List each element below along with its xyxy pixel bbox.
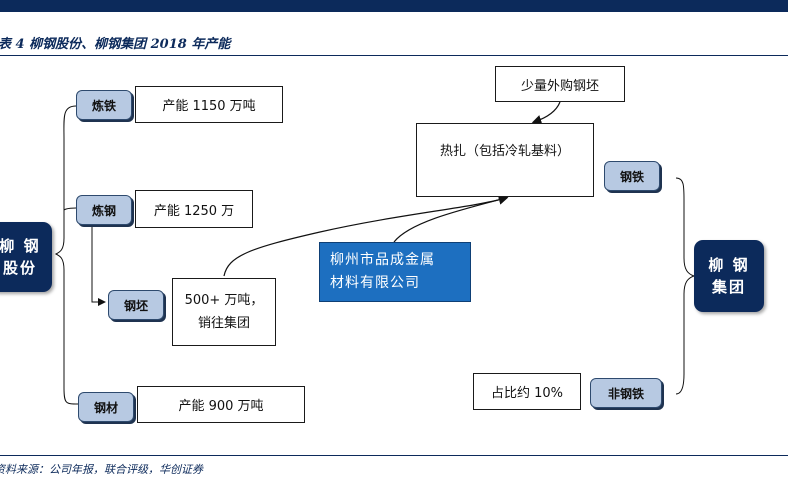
right-entity-line1: 柳 钢 xyxy=(708,256,750,274)
purchase-to-hotroll-arrow xyxy=(531,101,561,125)
box-steelmaking-capacity: 产能 1250 万 xyxy=(135,190,253,228)
billet-capacity-line2: 销往集团 xyxy=(197,316,250,331)
right-brace xyxy=(675,177,696,395)
figure-title: 表 4 柳钢股份、柳钢集团 2018 年产能 xyxy=(0,37,231,52)
box-purchased-billets: 少量外购钢坯 xyxy=(495,66,625,102)
box-non-steel-share: 占比约 10% xyxy=(473,373,581,410)
billet-to-hotroll-arrow xyxy=(223,195,509,277)
brace-to-smelting xyxy=(63,207,77,211)
company-to-hotroll-arrow xyxy=(393,195,509,243)
left-brace xyxy=(54,105,79,405)
header-bar xyxy=(0,0,788,12)
left-entity-line2: 股份 xyxy=(2,259,37,277)
box-billet-capacity: 500+ 万吨， 销往集团 xyxy=(172,278,276,346)
billet-capacity-line1: 500+ 万吨， xyxy=(184,293,264,308)
company-pincheng-metal-box: 柳州市品成金属 材料有限公司 xyxy=(319,242,471,302)
footer-divider xyxy=(0,455,788,456)
right-entity-line2: 集团 xyxy=(711,278,746,296)
tag-steel-products: 钢材 xyxy=(78,392,134,422)
tag-non-steel-business: 非钢铁 xyxy=(590,378,662,408)
box-steel-products-capacity: 产能 900 万吨 xyxy=(137,386,305,423)
company-line1: 柳州市品成金属 xyxy=(330,252,435,268)
left-entity-liugang-shares: 柳 钢 股份 xyxy=(0,222,52,292)
right-entity-liugang-group: 柳 钢 集团 xyxy=(694,240,764,312)
title-divider xyxy=(0,55,788,56)
box-hot-rolling: 热扎（包括冷轧基料） xyxy=(416,123,594,197)
company-line2: 材料有限公司 xyxy=(330,275,420,291)
source-note: 资料来源：公司年报，联合评级，华创证券 xyxy=(0,463,203,476)
box-ironmaking-capacity: 产能 1150 万吨 xyxy=(135,86,283,123)
steel-to-billet-arrow xyxy=(91,224,106,306)
tag-billet: 钢坯 xyxy=(108,290,164,320)
tag-steel-business: 钢铁 xyxy=(604,161,660,191)
tag-ironmaking: 炼铁 xyxy=(76,90,132,120)
left-entity-line1: 柳 钢 xyxy=(0,237,41,255)
tag-steelmaking: 炼钢 xyxy=(76,195,132,225)
